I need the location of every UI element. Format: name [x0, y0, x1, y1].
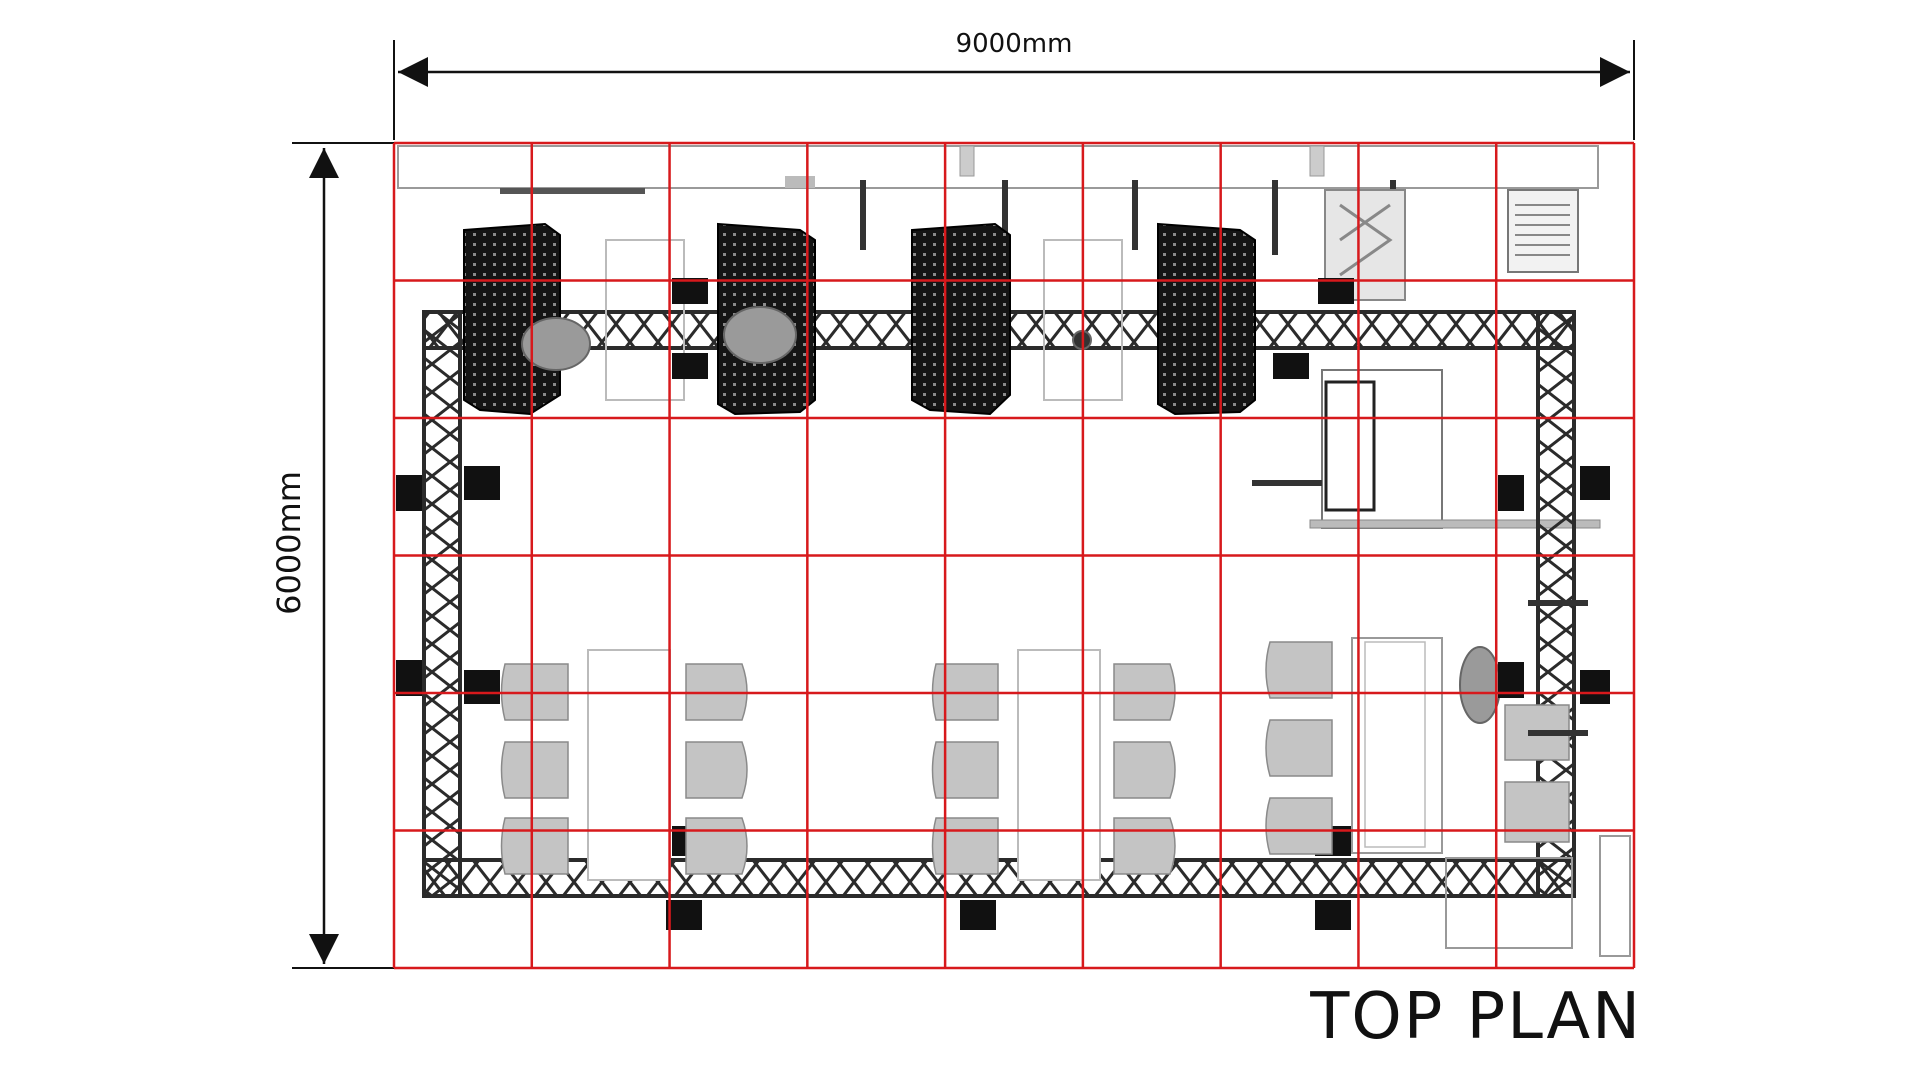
- height-label: 6000mm: [270, 471, 308, 615]
- reception-counter: [1445, 600, 1631, 957]
- width-dimension: 9000mm: [393, 29, 1635, 140]
- chairs: [500, 641, 1570, 875]
- storage-room: [1252, 189, 1601, 529]
- truss-frame: [422, 310, 1576, 898]
- width-label: 9000mm: [956, 29, 1073, 59]
- back-wall: [397, 145, 1599, 255]
- drawing-title: TOP PLAN: [1310, 980, 1642, 1054]
- people: [521, 306, 1501, 724]
- display-panels: [463, 222, 1256, 416]
- layout-grid: [392, 141, 1636, 970]
- height-dimension: 6000mm: [270, 142, 394, 969]
- meeting-tables: [587, 637, 1443, 881]
